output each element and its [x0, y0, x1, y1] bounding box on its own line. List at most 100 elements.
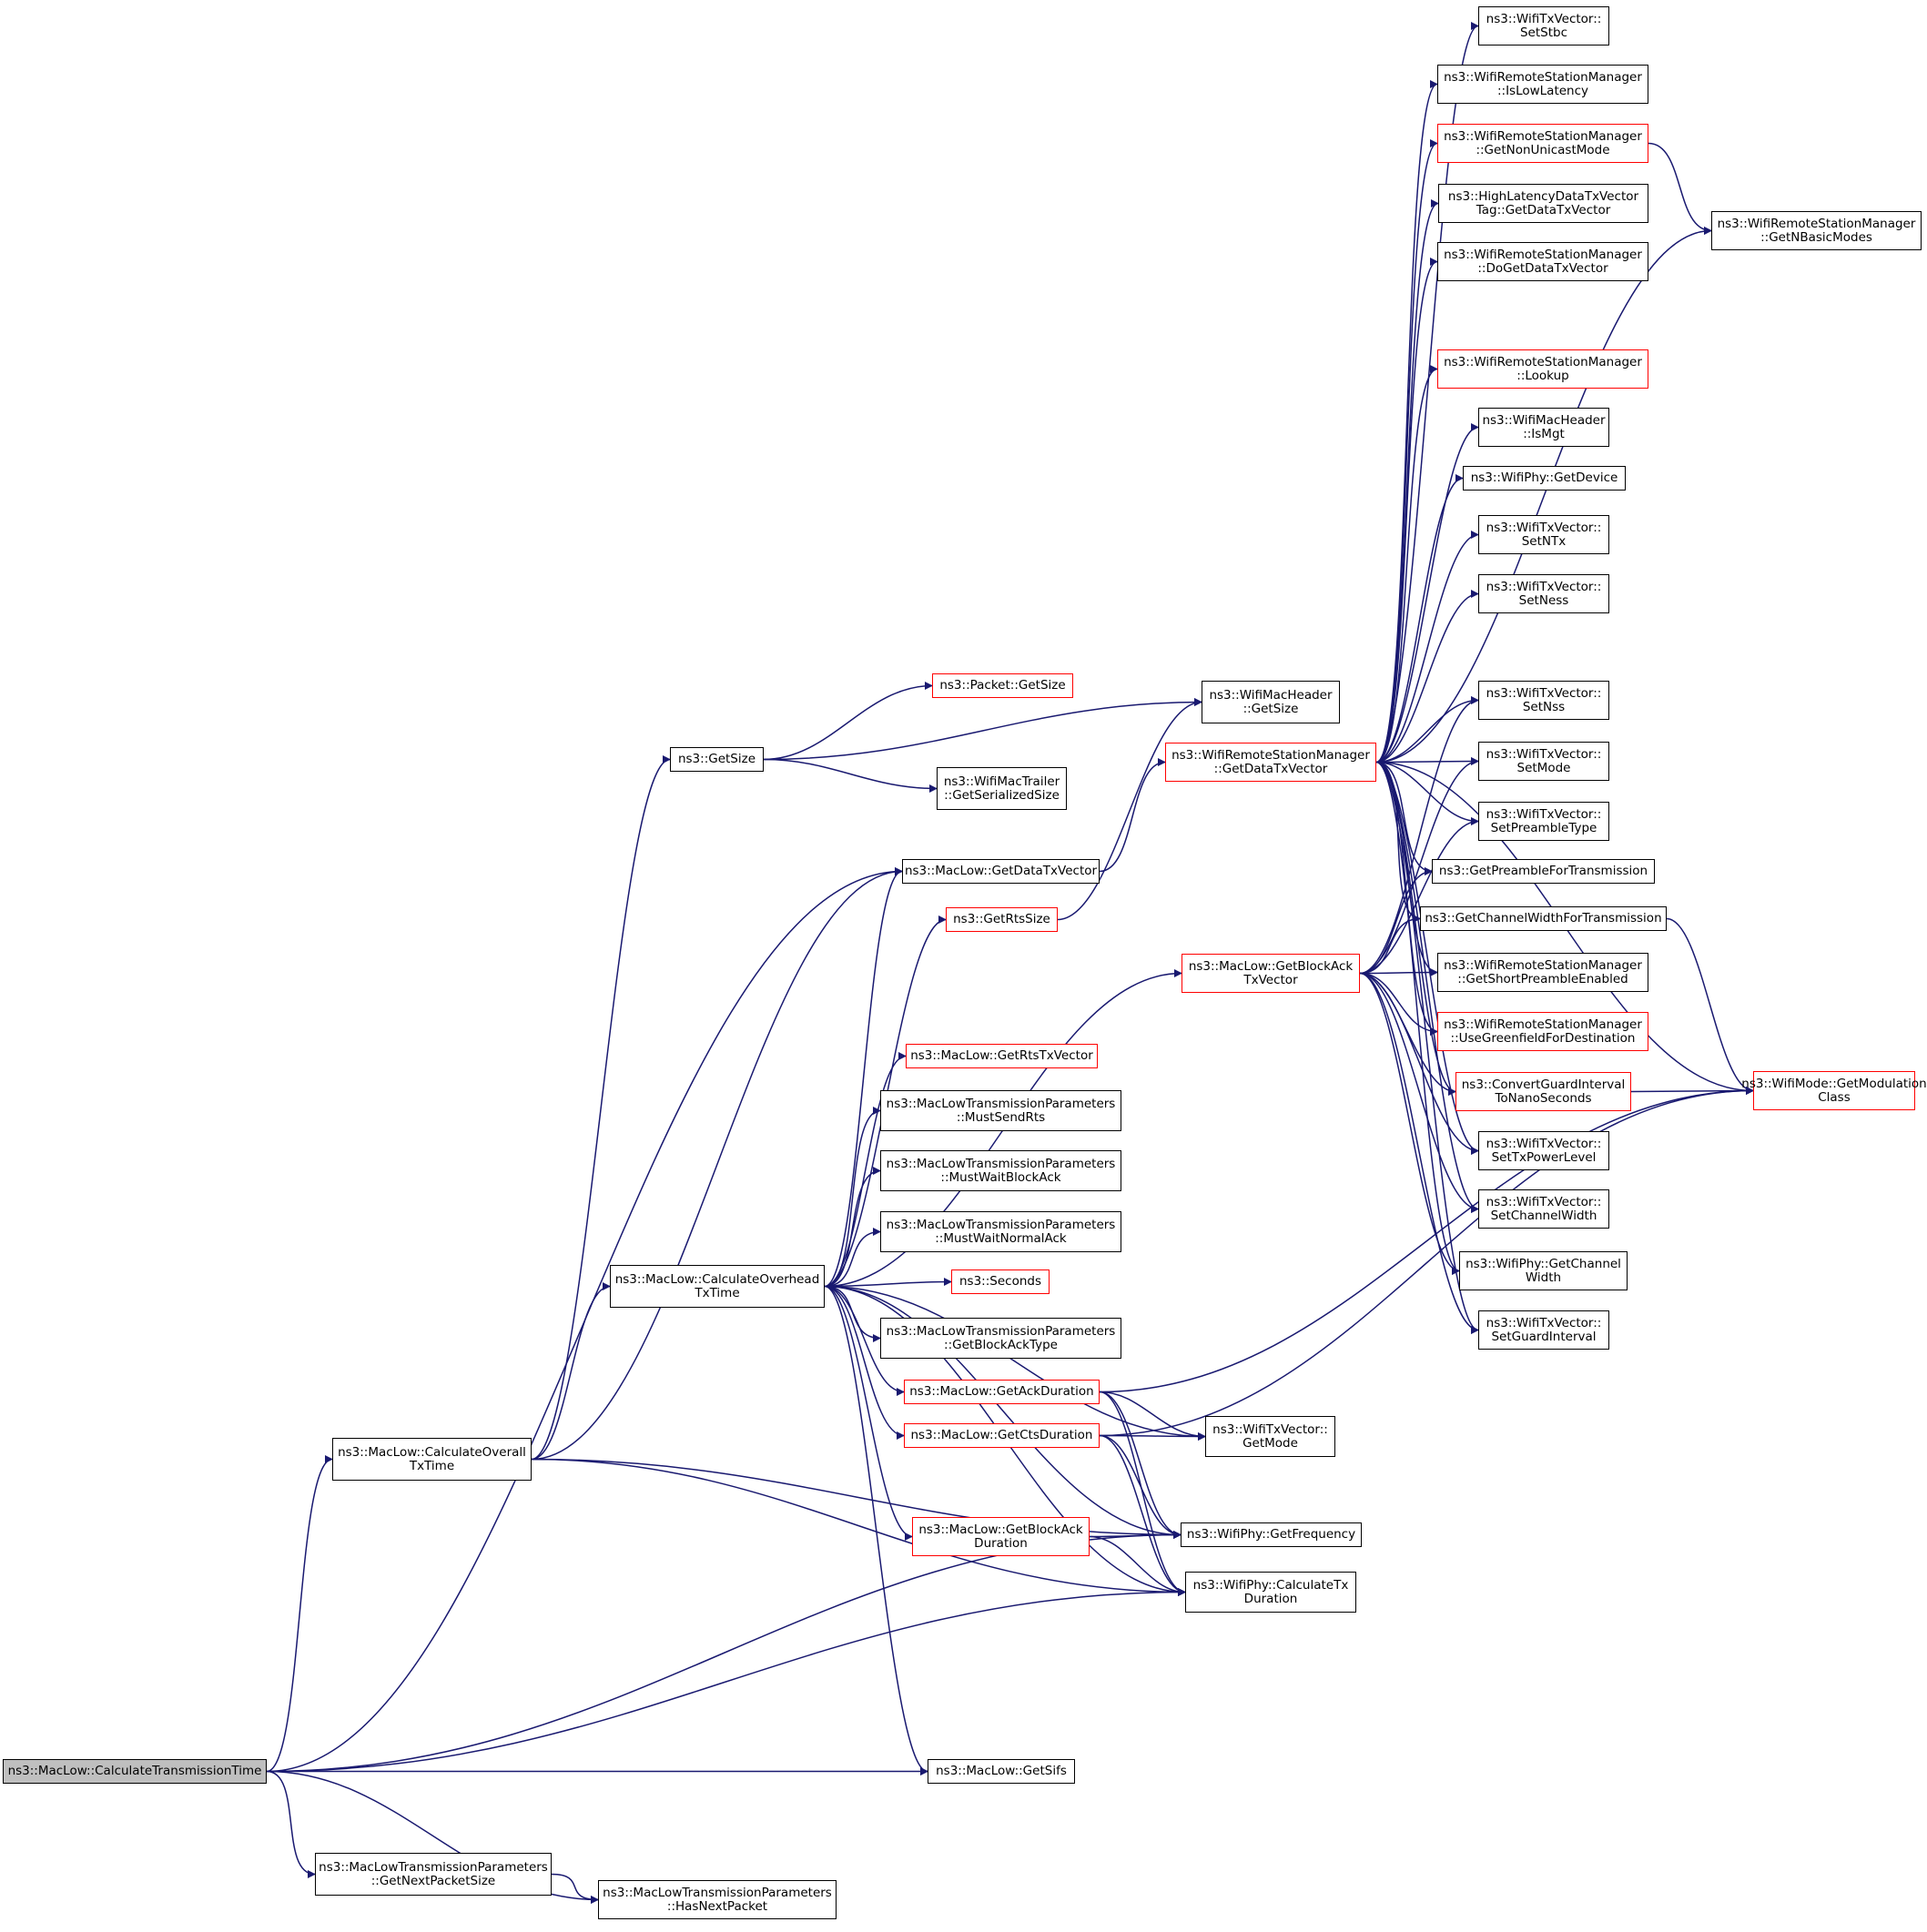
node-mac-low-get-data-tx-vector[interactable]: ns3::MacLow::GetDataTxVector	[902, 859, 1100, 884]
node-label: ns3::WifiPhy::GetChannel	[1466, 1256, 1621, 1271]
node-set-tx-power-level[interactable]: ns3::WifiTxVector::SetTxPowerLevel	[1478, 1131, 1609, 1170]
node-label: ns3::GetPreambleForTransmission	[1438, 864, 1648, 878]
node-get-rts-tx-vector[interactable]: ns3::MacLow::GetRtsTxVector	[906, 1044, 1098, 1068]
node-root[interactable]: ns3::MacLow::CalculateTransmissionTime	[3, 1759, 267, 1784]
edge-root-to-phyGetFrequency	[266, 1531, 1182, 1773]
edge-calcOverhead-to-getSifs	[824, 1285, 928, 1775]
node-get-short-preamble-enabled[interactable]: ns3::WifiRemoteStationManager::GetShortP…	[1437, 953, 1648, 992]
node-label: ::IsMgt	[1523, 426, 1565, 441]
node-get-rts-size[interactable]: ns3::GetRtsSize	[946, 907, 1058, 932]
node-label: ns3::WifiRemoteStationManager	[1444, 247, 1642, 262]
node-must-wait-normal-ack[interactable]: ns3::MacLowTransmissionParameters::MustW…	[880, 1211, 1121, 1252]
node-get-channel-width-for-tx[interactable]: ns3::GetChannelWidthForTransmission	[1420, 906, 1667, 931]
node-label: ns3::WifiTxVector::	[1486, 806, 1602, 822]
node-label: ns3::WifiRemoteStationManager	[1444, 1017, 1642, 1032]
node-lookup[interactable]: ns3::WifiRemoteStationManager::Lookup	[1437, 349, 1648, 389]
node-has-next-packet[interactable]: ns3::MacLowTransmissionParameters::HasNe…	[598, 1880, 837, 1919]
node-set-preamble-type[interactable]: ns3::WifiTxVector::SetPreambleType	[1478, 802, 1609, 841]
node-label: SetGuardInterval	[1491, 1329, 1597, 1344]
node-get-block-ack-type[interactable]: ns3::MacLowTransmissionParameters::GetBl…	[880, 1318, 1121, 1359]
node-get-cts-duration[interactable]: ns3::MacLow::GetCtsDuration	[904, 1423, 1100, 1448]
edge-getNextPacketSize-to-hasNextPacket	[551, 1873, 599, 1904]
node-get-sifs[interactable]: ns3::MacLow::GetSifs	[928, 1759, 1075, 1784]
node-label: ns3::WifiMode::GetModulation	[1741, 1076, 1927, 1091]
node-label: ns3::GetChannelWidthForTransmission	[1425, 911, 1662, 926]
node-packet-get-size[interactable]: ns3::Packet::GetSize	[932, 673, 1073, 698]
edge-wrsmGetDataTxVector-to-setGuardInterval	[1375, 761, 1479, 1334]
edge-getBlockAckDuration-to-phyCalculateTxDuration	[1089, 1535, 1186, 1596]
node-label: SetMode	[1516, 760, 1571, 775]
edge-wrsmGetDataTxVector-to-getPreambleForTx	[1375, 761, 1433, 875]
node-label: ns3::MacLow::CalculateOverall	[338, 1444, 526, 1460]
node-label: ns3::MacLow::GetAckDuration	[909, 1384, 1094, 1399]
edge-wrsmGetDataTxVector-to-isMgt	[1375, 423, 1479, 764]
node-trailer-ser-size[interactable]: ns3::WifiMacTrailer::GetSerializedSize	[937, 767, 1067, 810]
node-wrsm-get-data-tx-vector[interactable]: ns3::WifiRemoteStationManager::GetDataTx…	[1165, 743, 1376, 782]
edge-wrsmGetDataTxVector-to-getNBasicModes	[1375, 227, 1712, 764]
edge-wrsmGetDataTxVector-to-getChannelWidthForTx	[1375, 761, 1421, 923]
node-get-non-unicast-mode[interactable]: ns3::WifiRemoteStationManager::GetNonUni…	[1437, 124, 1648, 163]
edge-calcOverall-to-nsGetSize	[531, 755, 671, 1461]
node-seconds[interactable]: ns3::Seconds	[951, 1269, 1050, 1294]
edge-calcOverall-to-phyCalculateTxDuration	[531, 1458, 1186, 1596]
node-label: ns3::MacLow::GetSifs	[936, 1764, 1067, 1778]
node-use-greenfield[interactable]: ns3::WifiRemoteStationManager::UseGreenf…	[1437, 1012, 1648, 1051]
node-label: ::GetNBasicModes	[1760, 229, 1872, 245]
edge-wrsmGetDataTxVector-to-lookup	[1375, 365, 1438, 764]
node-must-wait-block-ack[interactable]: ns3::MacLowTransmissionParameters::MustW…	[880, 1150, 1121, 1191]
node-label: ns3::WifiMacHeader	[1482, 412, 1606, 428]
edge-wrsmGetDataTxVector-to-setPreambleType	[1375, 761, 1479, 825]
node-set-mode[interactable]: ns3::WifiTxVector::SetMode	[1478, 742, 1609, 781]
node-ns-get-size[interactable]: ns3::GetSize	[670, 747, 764, 772]
edge-wrsmGetDataTxVector-to-isLowLatency	[1375, 80, 1438, 764]
node-set-ness[interactable]: ns3::WifiTxVector::SetNess	[1478, 574, 1609, 613]
node-get-next-packet-size[interactable]: ns3::MacLowTransmissionParameters::GetNe…	[315, 1853, 552, 1896]
node-label: SetPreambleType	[1490, 820, 1597, 835]
node-get-preamble-for-tx[interactable]: ns3::GetPreambleForTransmission	[1432, 859, 1655, 884]
node-tx-vector-get-mode[interactable]: ns3::WifiTxVector::GetMode	[1205, 1416, 1335, 1457]
node-is-mgt[interactable]: ns3::WifiMacHeader::IsMgt	[1478, 408, 1609, 447]
node-label: ns3::WifiTxVector::	[1486, 1315, 1602, 1330]
edge-nsGetSize-to-packetGetSize	[763, 682, 933, 761]
node-label: ns3::MacLow::GetBlockAck	[1188, 958, 1354, 974]
node-label: ToNanoSeconds	[1495, 1090, 1592, 1106]
node-mac-header-get-size[interactable]: ns3::WifiMacHeader::GetSize	[1202, 681, 1340, 723]
edge-calcOverhead-to-txVectorGetMode	[824, 1285, 1206, 1441]
node-set-guard-interval[interactable]: ns3::WifiTxVector::SetGuardInterval	[1478, 1310, 1609, 1350]
node-label: ::UseGreenfieldForDestination	[1450, 1030, 1636, 1046]
node-label: ns3::WifiPhy::CalculateTx	[1192, 1577, 1349, 1593]
node-must-send-rts[interactable]: ns3::MacLowTransmissionParameters::MustS…	[880, 1090, 1121, 1131]
node-is-low-latency[interactable]: ns3::WifiRemoteStationManager::IsLowLate…	[1437, 65, 1648, 104]
node-get-ack-duration[interactable]: ns3::MacLow::GetAckDuration	[904, 1380, 1100, 1404]
edge-calcOverhead-to-getAckDuration	[824, 1285, 905, 1396]
edge-getAckDuration-to-phyGetFrequency	[1099, 1391, 1182, 1539]
node-set-stbc[interactable]: ns3::WifiTxVector::SetStbc	[1478, 6, 1609, 46]
node-label: ns3::MacLow::GetCtsDuration	[910, 1428, 1093, 1442]
node-do-get-data-tx-vector[interactable]: ns3::WifiRemoteStationManager::DoGetData…	[1437, 242, 1648, 281]
node-label: ns3::MacLowTransmissionParameters	[319, 1859, 548, 1875]
node-label: SetNss	[1522, 699, 1566, 714]
node-label: ns3::WifiTxVector::	[1486, 685, 1602, 701]
edge-getBlockAckTxVector-to-getChannelWidthForTx	[1359, 915, 1421, 975]
edge-root-to-getNextPacketSize	[266, 1770, 316, 1878]
node-phy-get-device[interactable]: ns3::WifiPhy::GetDevice	[1463, 466, 1626, 491]
node-set-nss[interactable]: ns3::WifiTxVector::SetNss	[1478, 681, 1609, 720]
node-label: ns3::ConvertGuardInterval	[1461, 1077, 1626, 1092]
node-label: ::DoGetDataTxVector	[1477, 260, 1608, 276]
node-set-n-tx[interactable]: ns3::WifiTxVector::SetNTx	[1478, 515, 1609, 554]
node-get-n-basic-modes[interactable]: ns3::WifiRemoteStationManager::GetNBasic…	[1711, 211, 1922, 250]
node-phy-get-frequency[interactable]: ns3::WifiPhy::GetFrequency	[1181, 1522, 1362, 1547]
node-label: ns3::Seconds	[959, 1274, 1041, 1289]
edge-calcOverhead-to-mustWaitNormalAck	[824, 1228, 881, 1288]
node-label: Class	[1818, 1089, 1851, 1105]
node-set-channel-width[interactable]: ns3::WifiTxVector::SetChannelWidth	[1478, 1189, 1609, 1229]
